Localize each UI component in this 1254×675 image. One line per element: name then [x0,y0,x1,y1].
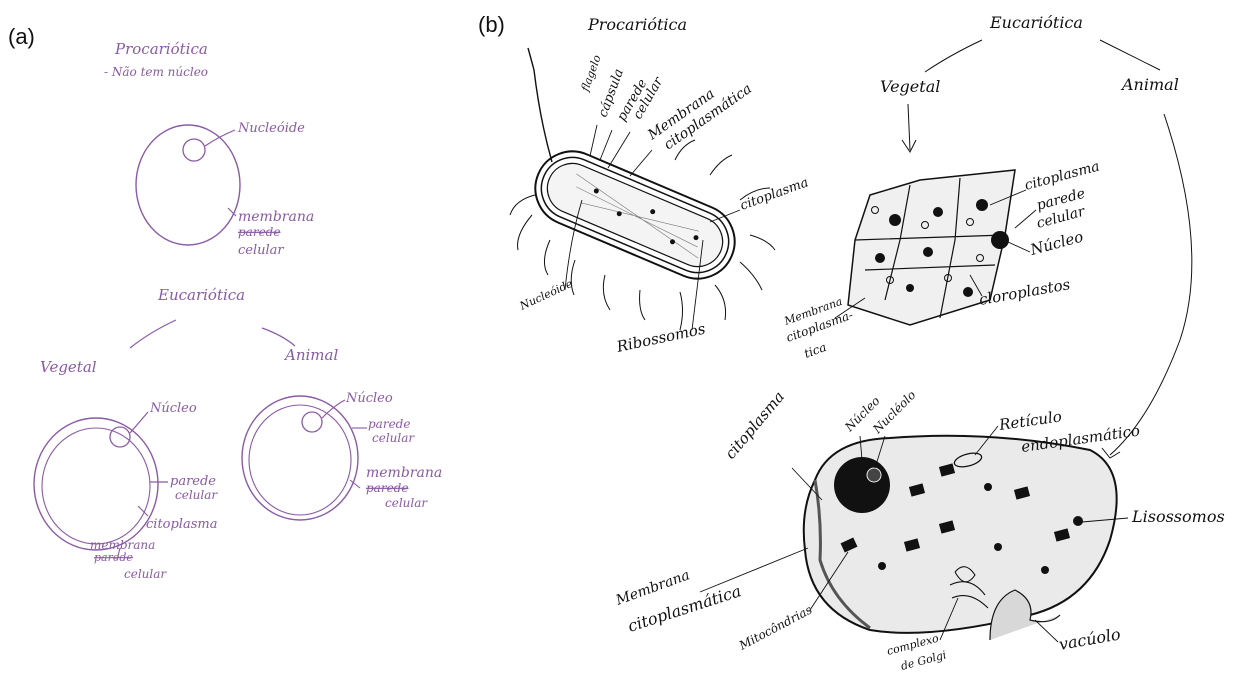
a-label-membrane-struck: parede [238,225,280,239]
b-label-flagelo: flagelo [578,53,604,94]
b-animal-mitocondrias: Mitocôndrias [736,603,814,654]
b-bacterium-body [524,140,746,290]
b-branch-line-animal [1100,40,1160,70]
b-title-eukaryote: Eucariótica [989,13,1083,32]
b-animal-lysosome [1073,516,1083,526]
b-animal-vacuolo: vacúolo [1057,624,1122,654]
a-plant-membrane-struck: parede [94,551,133,564]
b-label-nucleoide: Nucleóide [517,277,575,313]
b-plant-citoplasma: citoplasma [1023,158,1101,193]
a-animal-membrane-struck: parede [366,481,408,495]
b-animal-arrow-vacuolo [1035,620,1058,642]
a-plant-membrane [42,428,150,544]
a-animal-outer [242,396,358,520]
a-branch-line-animal [262,328,295,346]
a-plant-wall-label: parede [170,474,216,489]
b-plant-nucleus-dot [923,247,933,257]
a-plant-nucleus [110,427,130,447]
a-branch-plant: Vegetal [40,358,97,376]
b-animal-arrow-membrana [700,548,808,592]
b-animal-lysosome [1041,566,1049,574]
b-plant-nucleus-dot [906,284,914,292]
a-label-cellular: celular [238,243,284,258]
b-animal-lysosome [984,483,992,491]
a-note-prokaryote: - Não tem núcleo [104,65,208,79]
panel-b: (b) Procariótica flagelo cápsula parede … [470,0,1254,675]
a-title-prokaryote: Procariótica [114,40,208,58]
b-branch-animal: Animal [1120,75,1179,94]
a-animal-wall-cellular: celular [372,431,415,445]
b-branch-plant: Vegetal [880,77,940,96]
b-animal-reticulo-1: Retículo [997,407,1063,434]
b-plant-nucleus-dot [963,287,973,297]
b-flagellum [528,48,552,162]
b-arrow-to-animal [1102,114,1192,458]
b-animal-lysosome [994,543,1002,551]
b-label-citoplasma: citoplasma [738,175,810,214]
b-plant-nucleus-dot [991,231,1009,249]
b-plant-nucleus-dot [976,199,988,211]
b-plant-nucleus-dot [933,207,943,217]
a-label-membrane: membrana [238,209,314,225]
a-animal-wall-label: parede [368,417,410,431]
a-animal-membrane-cellular: celular [385,496,428,510]
b-arrow-to-plant [902,104,916,152]
b-title-prokaryote: Procariótica [587,15,687,34]
b-animal-citoplasma: citoplasma [721,388,788,463]
a-plant-membrane-cellular: celular [124,567,167,581]
a-plant-nucleus-label: Núcleo [149,401,197,416]
a-title-eukaryote: Eucariótica [157,286,245,304]
b-plant-nucleo: Núcleo [1027,228,1085,260]
b-animal-cell [804,436,1117,640]
a-label-nucleoid: Nucleóide [237,121,305,136]
a-animal-inner [249,405,351,515]
a-branch-animal: Animal [283,346,338,364]
b-membrane [540,156,731,275]
b-label-ribossomos: Ribossomos [614,320,707,357]
panel-a: (a) Procariótica - Não tem núcleo Nucleó… [0,0,470,675]
b-animal-nucleus [834,457,890,513]
a-animal-membrane-label: membrana [366,465,442,481]
a-arrow-plant-nucleus [130,412,148,433]
b-animal-lisossomos: Lisossomos [1131,507,1225,526]
b-plant-membrana-3: tica [802,340,828,361]
a-animal-nucleus-label: Núcleo [345,391,393,406]
b-plant-nucleus-dot [889,214,901,226]
b-animal-nucleolo: Nucléolo [870,388,919,437]
a-prokaryote-nucleoid [183,139,205,161]
a-plant-membrane-label: membrana [90,538,155,552]
b-animal-nucleolus [867,468,881,482]
a-plant-wall-cellular: celular [175,488,218,502]
panel-a-drawing: Procariótica - Não tem núcleo Nucleóide … [0,0,470,675]
a-prokaryote-cell [136,125,240,245]
b-branch-line-plant [925,40,982,72]
a-plant-wall [34,418,158,550]
b-plant-nucleus-dot [875,253,885,263]
a-branch-line-plant [130,320,176,348]
a-animal-nucleus [302,412,322,432]
a-plant-cytoplasm-label: citoplasma [146,517,217,532]
b-animal-lysosome [878,562,886,570]
panel-b-drawing: Procariótica flagelo cápsula parede celu… [470,0,1254,675]
